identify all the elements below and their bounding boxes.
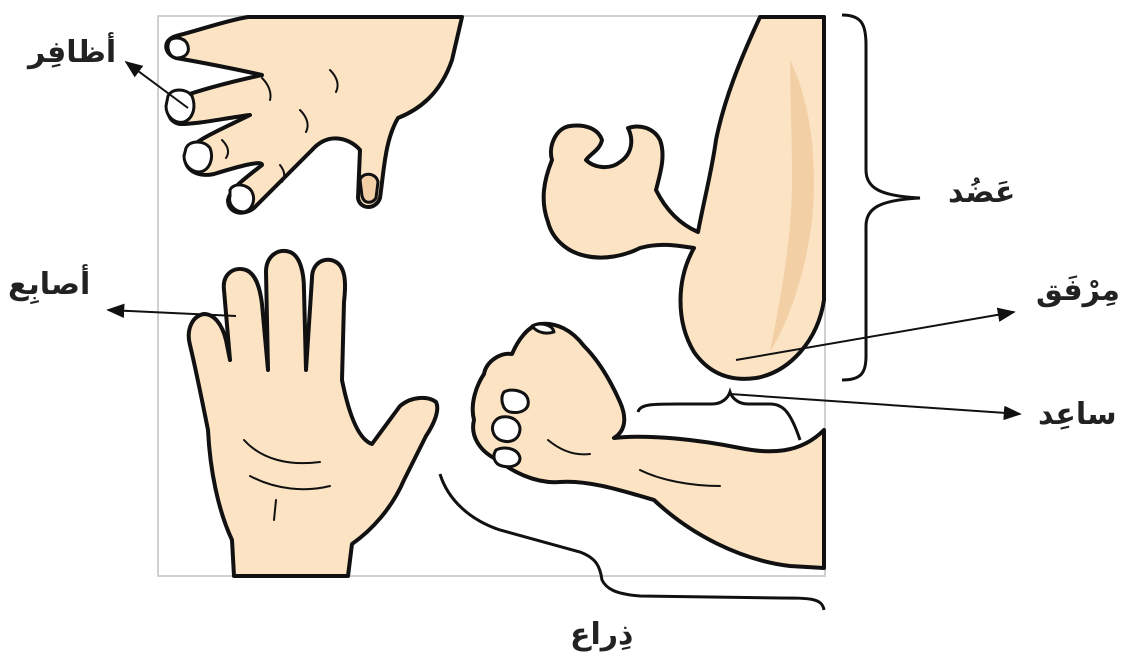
nails-label: أظافِر — [28, 38, 116, 68]
arm-label: ذِراع — [570, 620, 633, 650]
upper-arm-label: عَضُد — [948, 178, 1015, 208]
forearm-label: ساعِد — [1038, 400, 1117, 430]
fingers-label: أصابِع — [8, 270, 90, 300]
upper-arm-brace — [842, 15, 920, 380]
elbow-label: مِرْفَق — [1036, 276, 1120, 306]
